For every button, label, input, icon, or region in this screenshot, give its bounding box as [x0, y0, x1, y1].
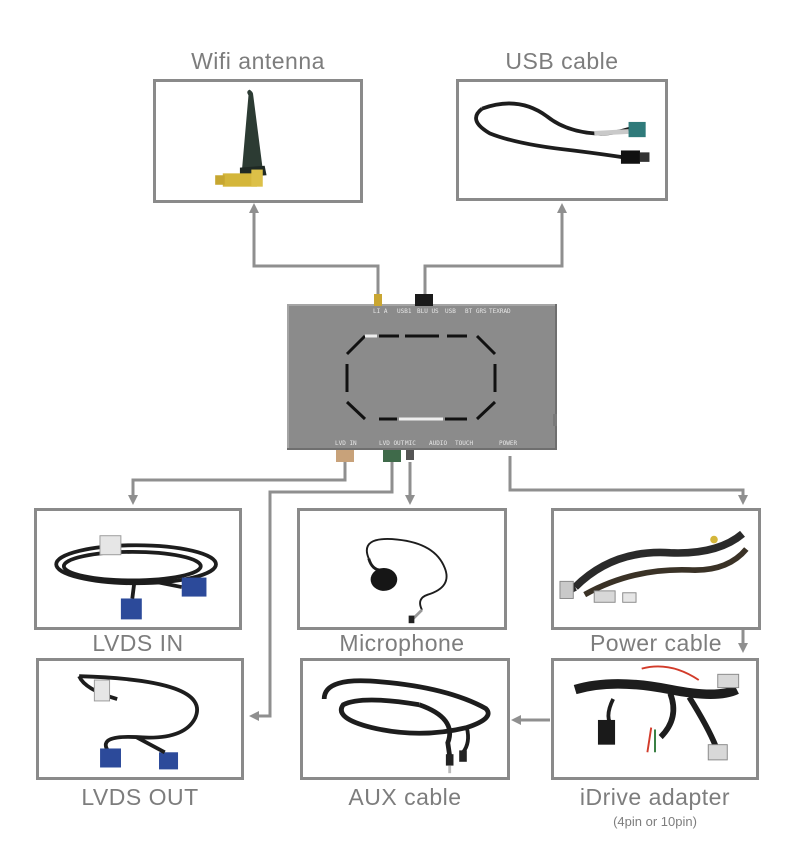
usb-port [415, 294, 433, 306]
device-front-pattern [345, 334, 557, 426]
wifi-port [374, 294, 382, 306]
lvds-out-image [77, 674, 199, 770]
lvds-in-connector [128, 462, 347, 505]
lvds-out-port [383, 450, 401, 462]
lvds-out-box [36, 658, 244, 780]
power-cable-label: Power cable [589, 630, 723, 656]
aux-cable-label: AUX cable [348, 784, 462, 810]
idrive-adapter-box [551, 658, 759, 780]
microphone-port [406, 450, 414, 460]
power-cable-box [551, 508, 761, 630]
microphone-box [297, 508, 507, 630]
lvds-out-label: LVDS OUT [81, 784, 199, 810]
usb-cable-box [456, 79, 668, 201]
wifi-connector [249, 203, 380, 296]
lvds-in-box [34, 508, 242, 630]
aux-cable-image [321, 678, 491, 774]
navigation-interface-box: LI A USB1 BLU US USB BT GRS TEXRAD LVD I… [287, 304, 557, 450]
lvds-in-port [336, 450, 354, 462]
idrive-adapter-image [573, 665, 740, 761]
lvds-in-image [54, 535, 218, 620]
usb-cable-label: USB cable [505, 48, 619, 74]
power-cable-image [559, 530, 749, 603]
lvds-in-label: LVDS IN [92, 630, 184, 656]
aux-cable-box [300, 658, 510, 780]
power-connector [508, 456, 748, 505]
usb-connector [423, 203, 567, 296]
wifi-antenna-image [215, 89, 267, 187]
microphone-label: Microphone [339, 630, 465, 656]
idrive-adapter-label: iDrive adapter [579, 784, 731, 810]
idrive-adapter-note: (4pin or 10pin) [613, 814, 697, 829]
microphone-image [365, 538, 448, 624]
wifi-antenna-label: Wifi antenna [191, 48, 325, 74]
lvds-out-connector [249, 462, 394, 721]
usb-cable-image [474, 101, 650, 164]
wifi-antenna-box [153, 79, 363, 203]
